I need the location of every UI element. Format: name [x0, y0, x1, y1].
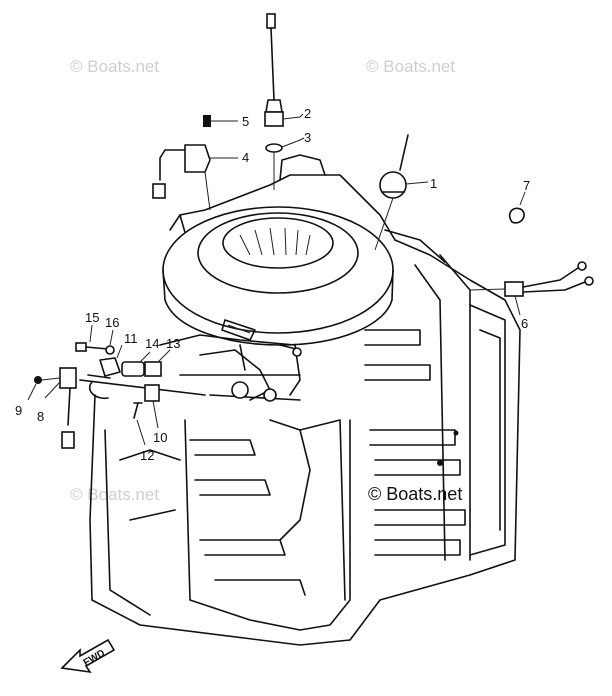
callout-6: 6 — [521, 316, 528, 331]
nut-part-16 — [105, 329, 115, 355]
switch-part-8 — [44, 367, 77, 449]
engine-block — [89, 154, 521, 646]
screw-part-5 — [203, 115, 238, 127]
sensor-part-2 — [264, 13, 301, 127]
callout-8: 8 — [37, 409, 44, 424]
bolt-part-15 — [75, 324, 109, 352]
washer-part-3 — [265, 139, 301, 190]
watermark-mid-right: © Boats.net — [368, 484, 462, 504]
callout-1: 1 — [430, 176, 437, 191]
fwd-arrow-icon: FWD — [60, 638, 116, 674]
screw-part-9 — [27, 376, 61, 401]
clamp-part-10 — [144, 384, 160, 429]
flywheel-cover — [162, 206, 394, 346]
connector-part-11 — [88, 344, 123, 400]
callout-14: 14 — [145, 336, 159, 351]
watermark-top-left: © Boats.net — [70, 57, 159, 76]
callout-16: 16 — [105, 315, 119, 330]
watermark-mid-left: © Boats.net — [70, 485, 159, 504]
joint-part-13 — [144, 349, 171, 377]
callout-2: 2 — [304, 106, 311, 121]
callout-12: 12 — [140, 448, 154, 463]
callout-4: 4 — [242, 150, 249, 165]
cap-part-1 — [374, 134, 429, 251]
watermark-top-right: © Boats.net — [366, 57, 455, 76]
callout-13: 13 — [166, 336, 180, 351]
callout-leaders — [299, 113, 305, 141]
fwd-label: FWD — [82, 648, 107, 669]
callout-15: 15 — [85, 310, 99, 325]
clip-part-7 — [508, 191, 526, 224]
callout-9: 9 — [15, 403, 22, 418]
callout-5: 5 — [242, 114, 249, 129]
screw-part-12 — [133, 402, 146, 446]
sleeve-part-14 — [121, 351, 151, 377]
callout-3: 3 — [304, 130, 311, 145]
callout-10: 10 — [153, 430, 167, 445]
callout-11: 11 — [124, 331, 138, 346]
linkage-assembly — [79, 334, 302, 402]
sensor-part-6 — [469, 261, 594, 316]
callout-7: 7 — [523, 178, 530, 193]
bracket-part-4 — [152, 144, 238, 211]
